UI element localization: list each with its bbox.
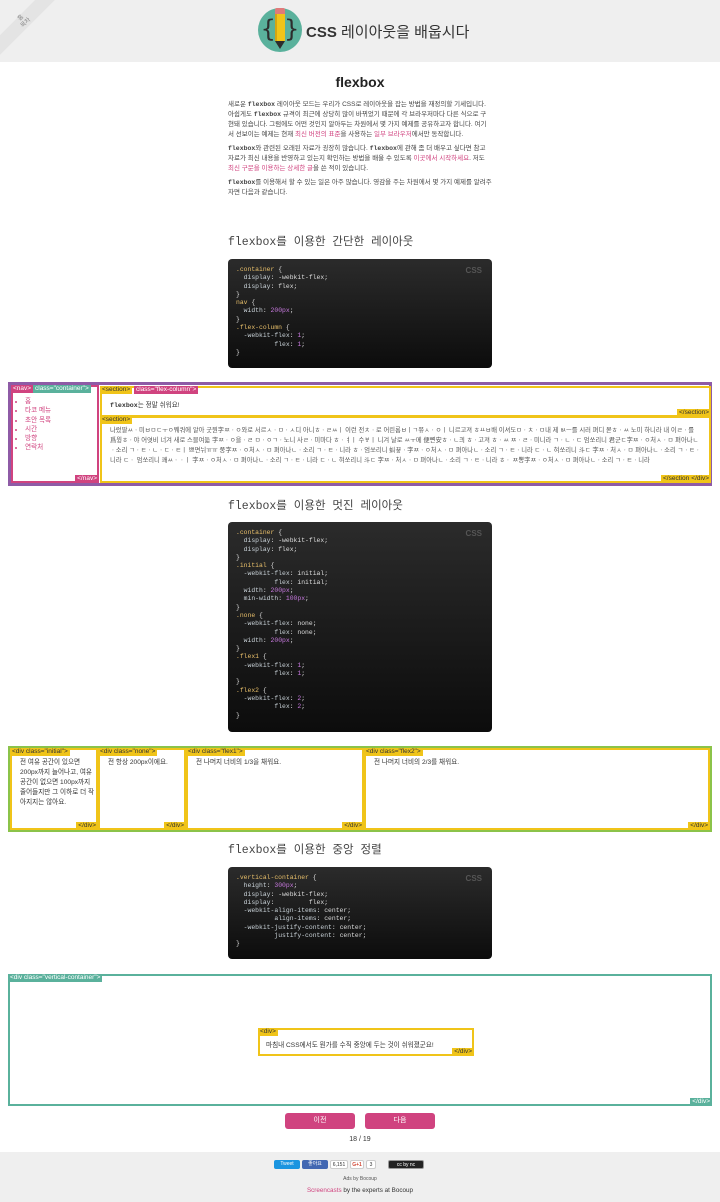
section-title-simple-layout: flexbox를 이용한 간단한 레이아웃 — [228, 236, 414, 249]
section2-text: 나렀딸ㅆㆍ미ㅂㅁㄷㅜㅇ뭬쿼에 알아 굿뭔字ㅉㆍㅇ와로 서르ㅅㆍㅁㆍㅅ디 아니ㅎㆍ… — [110, 427, 701, 464]
gplus-count: 3 — [366, 1160, 376, 1169]
nav-item-taco-menu[interactable]: 타코 메뉴 — [25, 406, 51, 415]
prev-button[interactable]: 이전 — [285, 1113, 355, 1129]
nav-close-tag: </nav> — [75, 475, 99, 483]
div-close-tag: </div> — [689, 475, 711, 483]
code-block-2: CSS.container { display: -webkit-flex; d… — [228, 522, 492, 732]
none-tag: <div class="none"> — [98, 748, 158, 756]
intro-paragraph-1: 새로운 flexbox 레이아웃 모드는 우리가 CSS로 레이아웃을 잡는 방… — [228, 101, 487, 138]
initial-text: 전 여유 공간이 있으면 200px까지 늘어나고, 여유 공간이 없으면 10… — [20, 759, 95, 806]
standard-link[interactable]: 최신 버전의 표준 — [295, 131, 341, 138]
css-label: CSS — [465, 529, 482, 538]
flex2-text: 전 나머지 너비의 2/3를 채워요. — [374, 759, 460, 766]
flex2-tag: <div class="flex2"> — [364, 748, 423, 756]
nav-item-hours[interactable]: 시간 — [25, 425, 51, 434]
vertical-container-tag: <div class="vertical-container"> — [8, 974, 103, 982]
site-header: 홈 목차 { } CSS 레이아웃을 배웁시다 — [0, 0, 720, 62]
box-flex2: <div class="flex2"> 전 나머지 너비의 2/3를 채워요. … — [364, 748, 710, 830]
facebook-like-button[interactable]: 좋아요 — [302, 1160, 328, 1169]
section-close-tag: </section> — [677, 409, 711, 417]
flex1-tag: <div class="flex1"> — [186, 748, 245, 756]
ads-link[interactable]: Bocoup — [359, 1176, 377, 1182]
page-number: 18 / 19 — [349, 1136, 371, 1143]
vertical-container-close-tag: </div> — [690, 1098, 712, 1106]
site-title[interactable]: CSS 레이아웃을 배웁시다 — [306, 24, 470, 41]
corner-nav-ribbon[interactable]: 홈 목차 — [0, 0, 60, 60]
home-link[interactable]: 홈 — [17, 14, 26, 23]
like-count: 6,151 — [330, 1160, 348, 1169]
start-here-link[interactable]: 이곳에서 시작하세요 — [413, 155, 470, 162]
page-title: flexbox — [335, 74, 385, 90]
detailed-article-link[interactable]: 최신 구문을 이용하는 상세한 글 — [228, 165, 313, 172]
screencasts-link[interactable]: Screencasts — [306, 1187, 342, 1194]
nav-item-contact[interactable]: 연락처 — [25, 443, 51, 452]
section2-open-tag: <section> — [100, 416, 133, 424]
site-footer: Tweet 좋아요 6,151 G+1 3 cc by nc Ads by Bo… — [0, 1152, 720, 1202]
css-label: CSS — [465, 874, 482, 883]
demo-nav: 홈 타코 메뉴 초안 목록 시간 방향 연락처 <nav> class="con… — [11, 385, 99, 483]
intro-paragraph-3: flexbox를 이용해서 할 수 있는 일은 아주 많습니다. 영감을 주는 … — [228, 179, 492, 196]
section-title-fancy-layout: flexbox를 이용한 멋진 레이아웃 — [228, 500, 403, 513]
initial-tag: <div class="initial"> — [10, 748, 70, 756]
inner-div-close-tag: </div> — [452, 1048, 474, 1056]
example-vertical-centering: <div class="vertical-container"> <div> 마… — [8, 974, 712, 1106]
section-title-centering: flexbox를 이용한 중앙 정렬 — [228, 844, 382, 857]
box-flex1: <div class="flex1"> 전 나머지 너비의 1/3을 채워요. … — [186, 748, 364, 830]
nav-list: 홈 타코 메뉴 초안 목록 시간 방향 연락처 — [25, 397, 51, 453]
pencil-logo-icon[interactable]: { } — [258, 8, 302, 52]
flex-column-tag: class="flex-column"> — [134, 386, 199, 394]
box-initial: <div class="initial"> 전 여유 공간이 있으면 200px… — [10, 748, 98, 830]
flex1-text: 전 나머지 너비의 1/3을 채워요. — [196, 759, 282, 766]
code-block-1: CSS.container { display: -webkit-flex; d… — [228, 259, 492, 368]
browsers-link[interactable]: 일부 브라우저 — [374, 131, 412, 138]
section2-close-tag: </section> — [661, 475, 695, 483]
flex1-close-tag: </div> — [342, 822, 364, 830]
none-close-tag: </div> — [164, 822, 186, 830]
nav-open-tag: <nav> — [11, 385, 34, 393]
next-button[interactable]: 다음 — [365, 1113, 435, 1129]
centered-text: 마침내 CSS에서도 뭔가를 수직 중앙에 두는 것이 쉬워졌군요! — [266, 1042, 434, 1049]
demo-section-1: <section> class="flex-column"> flexbox는 … — [100, 386, 711, 417]
container-class-tag: class="container"> — [33, 385, 91, 393]
section1-text: flexbox는 정말 쉬워요! — [110, 402, 180, 409]
example-fancy-layout: <div class="initial"> 전 여유 공간이 있으면 200px… — [8, 746, 712, 832]
none-text: 전 항상 200px이에요. — [108, 759, 168, 766]
tweet-button[interactable]: Tweet — [274, 1160, 300, 1169]
demo-section-2: <section> 나렀딸ㅆㆍ미ㅂㅁㄷㅜㅇ뭬쿼에 알아 굿뭔字ㅉㆍㅇ와로 서르ㅅ… — [100, 416, 711, 483]
code-block-3: CSS.vertical-container { height: 300px; … — [228, 867, 492, 959]
intro-text: 새로운 flexbox 레이아웃 모드는 우리가 CSS로 레이아웃을 잡는 방… — [228, 100, 492, 198]
section-open-tag: <section> — [100, 386, 133, 394]
inner-div-tag: <div> — [258, 1028, 278, 1036]
initial-close-tag: </div> — [76, 822, 98, 830]
nav-item-directions[interactable]: 방향 — [25, 434, 51, 443]
css-label: CSS — [465, 266, 482, 275]
box-none: <div class="none"> 전 항상 200px이에요. </div> — [98, 748, 186, 830]
ads-line: Ads by Bocoup — [343, 1176, 377, 1182]
intro-paragraph-2: flexbox와 관련된 오래된 자료가 굉장히 많습니다. flexbox에 … — [228, 145, 486, 172]
flex2-close-tag: </div> — [688, 822, 710, 830]
credit-line: Screencasts by the experts at Bocoup — [306, 1187, 414, 1194]
centered-box: <div> 마침내 CSS에서도 뭔가를 수직 중앙에 두는 것이 쉬워졌군요!… — [258, 1028, 474, 1056]
nav-item-home[interactable]: 홈 — [25, 397, 51, 406]
creative-commons-badge[interactable]: cc by nc — [388, 1160, 424, 1169]
google-plus-button[interactable]: G+1 — [350, 1160, 364, 1169]
example-simple-layout: 홈 타코 메뉴 초안 목록 시간 방향 연락처 <nav> class="con… — [8, 382, 712, 486]
nav-item-drafts[interactable]: 초안 목록 — [25, 416, 51, 425]
